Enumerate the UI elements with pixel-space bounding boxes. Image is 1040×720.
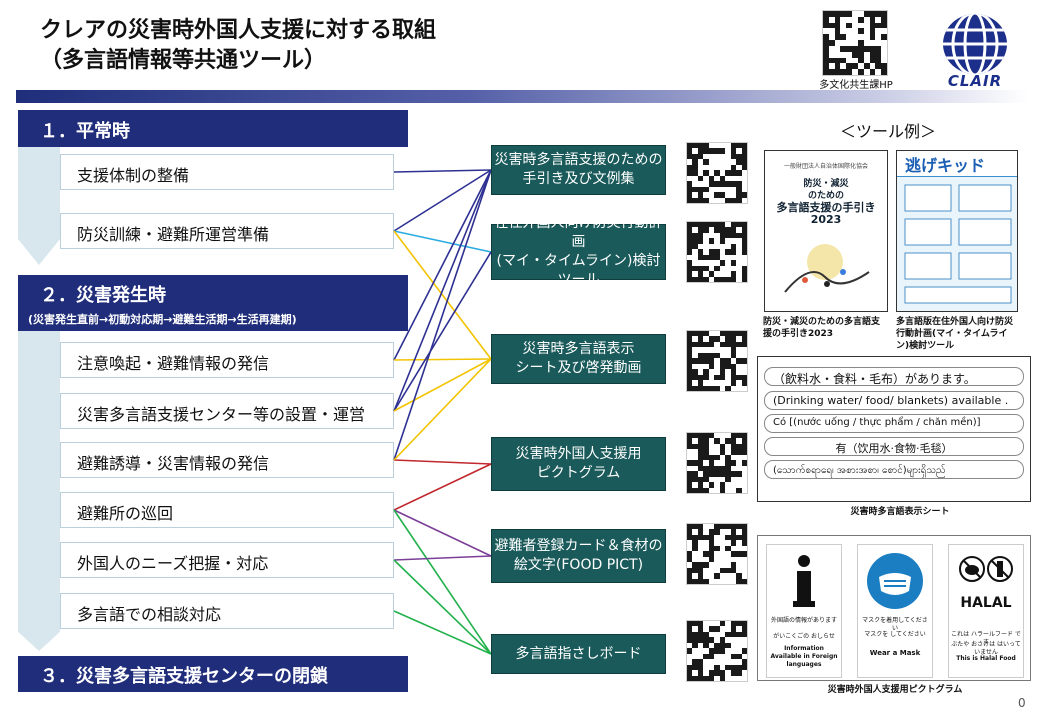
- mask-icon: [867, 553, 923, 609]
- sheet-row: (သောက်စရာရေ၊ အစားအစာ၊ စောင်)များရှိသည်: [764, 460, 1024, 479]
- qr-code[interactable]: [686, 523, 748, 585]
- phase-arrow-normal: [18, 147, 60, 265]
- no-pork-no-alcohol-icon: [959, 556, 1013, 582]
- clair-logo-text: CLAIR: [947, 72, 1003, 90]
- activity-item: 災害多言語支援センター等の設置・運営: [60, 393, 394, 429]
- connector-line: [393, 555, 492, 561]
- connector-line: [393, 169, 492, 232]
- connector-line: [393, 169, 492, 461]
- connector-line: [393, 169, 492, 412]
- activity-item: 避難誘導・災害情報の発信: [60, 442, 394, 478]
- activity-item: 注意喚起・避難情報の発信: [60, 342, 394, 378]
- tool-box[interactable]: 災害時多言語表示シート及び啓発動画: [491, 334, 666, 384]
- sheet-row: 有（饮用水·食物·毛毯）: [764, 437, 1024, 456]
- examples-heading: ＜ツール例＞: [840, 122, 937, 141]
- tool-box[interactable]: 災害時外国人支援用ピクトグラム: [491, 437, 666, 491]
- activity-item: 避難所の巡回: [60, 492, 394, 528]
- activity-item: 支援体制の整備: [60, 154, 394, 190]
- activity-item: 防災訓練・避難所運営準備: [60, 213, 394, 249]
- guidebook-thumbnail: 一般財団法人自治体国際化協会 防災・減災 のための 多言語支援の手引き 2023: [764, 150, 888, 312]
- section-disaster-title: ２．災害発生時: [40, 285, 166, 306]
- connector-line: [393, 358, 492, 412]
- connector-line: [393, 230, 492, 253]
- qr-code[interactable]: [686, 330, 748, 392]
- timeline-banner: 逃げキッド: [905, 155, 986, 175]
- section-center-closure: ３．災害多言語支援センターの閉鎖: [18, 656, 408, 692]
- page-number: 0: [1018, 696, 1026, 710]
- tool-box[interactable]: 在住外国人向け防災行動計画(マイ・タイムライン)検討ツール: [491, 215, 666, 288]
- halal-word: HALAL: [960, 595, 1012, 611]
- pictogram-info: 外国語の情報があります がいこくごの おしらせ Information Avai…: [766, 544, 842, 678]
- pictogram-mask: マスクを着用してください マスクを してください Wear a Mask: [857, 544, 933, 678]
- connector-line: [393, 509, 492, 655]
- qr-code-top[interactable]: [822, 10, 888, 76]
- tool-box[interactable]: 避難者登録カード＆食材の絵文字(FOOD PICT): [491, 529, 666, 583]
- qr-code[interactable]: [686, 142, 748, 204]
- connector-line: [393, 559, 492, 655]
- section-disaster-subtitle: (災害発生直前→初動対応期→避難生活期→生活再建期): [28, 313, 297, 326]
- connector-line: [393, 251, 492, 412]
- pictogram-caption: 災害時外国人支援用ピクトグラム: [827, 685, 963, 695]
- sheet-row: Có [(nước uống / thực phẩm / chăn mền)]: [764, 414, 1024, 433]
- timeline-tool-thumbnail: 逃げキッド: [896, 150, 1018, 312]
- header-divider: [16, 90, 1028, 103]
- section-disaster-times: ２．災害発生時 (災害発生直前→初動対応期→避難生活期→生活再建期): [18, 275, 408, 331]
- phase-arrow-disaster: [18, 331, 60, 651]
- connector-line: [393, 358, 492, 361]
- sheet-row: (Drinking water/ food/ blankets) availab…: [764, 391, 1024, 410]
- qr-code[interactable]: [686, 221, 748, 283]
- timeline-panels-icon: [904, 184, 1012, 304]
- connector-line: [393, 358, 492, 461]
- connector-line: [393, 169, 492, 361]
- pictogram-thumbnail: 外国語の情報があります がいこくごの おしらせ Information Avai…: [757, 535, 1031, 681]
- connector-line: [393, 169, 492, 173]
- connector-line: [393, 230, 492, 360]
- sheet-caption: 災害時多言語表示シート: [850, 507, 950, 517]
- connector-line: [393, 459, 492, 465]
- timeline-caption: 多言語版在住外国人向け防災行動計画(マイ・タイムライン)検討ツール: [896, 317, 1014, 351]
- qr-code[interactable]: [686, 620, 748, 682]
- qr-label: 多文化共生課HP: [819, 80, 893, 91]
- connector-line: [393, 509, 492, 557]
- qr-code[interactable]: [686, 432, 748, 494]
- multilingual-sheet-thumbnail: （飲料水・食料・毛布）があります。 (Drinking water/ food/…: [757, 356, 1031, 502]
- connector-line: [393, 463, 492, 511]
- activity-item: 多言語での相談対応: [60, 593, 394, 629]
- guidebook-caption: 防災・減災のための多言語支援の手引き2023: [763, 317, 881, 339]
- info-icon: [793, 555, 815, 607]
- tool-box[interactable]: 多言語指さしボード: [491, 634, 666, 674]
- guidebook-illustration-icon: [784, 244, 870, 293]
- connector-line: [393, 610, 492, 655]
- page-title: クレアの災害時外国人支援に対する取組 （多言語情報等共通ツール）: [40, 18, 437, 73]
- pictogram-halal: HALAL これは ハラールフード です ぶたや おさけは はいっていません T…: [948, 544, 1024, 678]
- sheet-row: （飲料水・食料・毛布）があります。: [764, 367, 1024, 386]
- section-normal-times: １．平常時: [18, 110, 408, 147]
- clair-logo-icon: [943, 14, 1007, 74]
- activity-item: 外国人のニーズ把握・対応: [60, 542, 394, 578]
- tool-box[interactable]: 災害時多言語支援のための手引き及び文例集: [491, 145, 666, 195]
